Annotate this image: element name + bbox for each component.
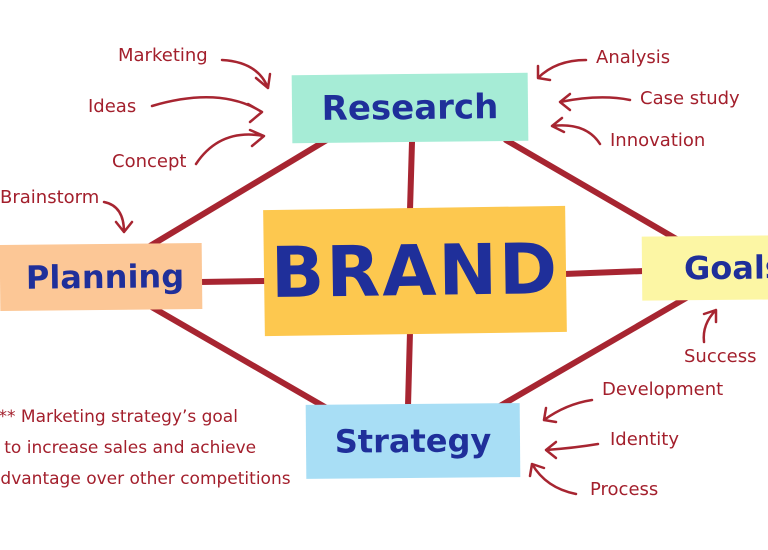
line-brand-goals (561, 268, 647, 277)
marketing-label: Marketing (118, 45, 208, 66)
case-study-arrow-icon (558, 92, 632, 112)
brand-node: BRAND (263, 205, 567, 337)
line-research-goals (503, 137, 681, 243)
concept-label: Concept (112, 151, 187, 172)
brainstorm-arrow-icon (102, 200, 134, 234)
innovation-label: Innovation (610, 130, 706, 151)
note-line-3: advantage over other competitions (0, 469, 291, 489)
line-goals-strategy (497, 295, 689, 409)
strategy-note: *** Marketing strategy’s goal s to incre… (0, 402, 302, 495)
development-label: Development (602, 379, 724, 400)
line-planning-brand (197, 278, 269, 285)
case-study-label: Case study (640, 88, 740, 109)
development-arrow-icon (542, 398, 594, 424)
marketing-arrow-icon (220, 58, 272, 90)
note-line-1: *** Marketing strategy’s goal (0, 407, 238, 427)
planning-node: Planning (0, 242, 203, 312)
process-arrow-icon (528, 462, 578, 496)
ideas-label: Ideas (88, 96, 137, 117)
success-arrow-icon (702, 308, 718, 344)
line-research-brand (407, 139, 415, 213)
analysis-arrow-icon (536, 58, 588, 82)
success-label: Success (684, 346, 757, 367)
concept-arrow-icon (194, 128, 266, 166)
identity-label: Identity (610, 429, 679, 450)
innovation-arrow-icon (550, 116, 602, 146)
strategy-node: Strategy (305, 403, 521, 479)
analysis-label: Analysis (596, 47, 671, 68)
line-research-planning (147, 135, 333, 249)
research-node: Research (291, 72, 529, 144)
line-brand-strategy (405, 329, 413, 409)
identity-arrow-icon (544, 440, 600, 460)
brainstorm-label: Brainstorm (0, 187, 100, 208)
line-planning-strategy (147, 303, 333, 413)
note-line-2: s to increase sales and achieve (0, 438, 257, 458)
process-label: Process (590, 479, 659, 500)
goals-node: Goals (641, 235, 768, 301)
ideas-arrow-icon (150, 96, 264, 124)
